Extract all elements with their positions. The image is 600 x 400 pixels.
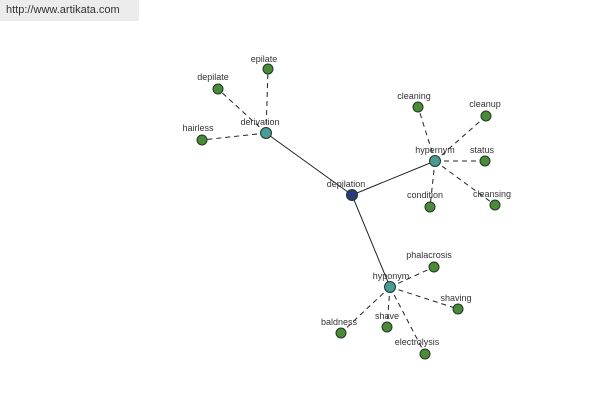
node-circle-baldness[interactable] xyxy=(335,327,347,339)
node-label-condition[interactable]: condition xyxy=(407,190,443,200)
edge-hypernym-cleaning xyxy=(417,106,436,162)
node-electrolysis[interactable]: electrolysis xyxy=(395,337,440,360)
node-circle-depilation[interactable] xyxy=(346,189,358,201)
edges-layer xyxy=(201,68,496,355)
node-circle-status[interactable] xyxy=(479,155,491,167)
node-cleanup[interactable]: cleanup xyxy=(469,99,501,122)
node-circle-cleaning[interactable] xyxy=(412,101,424,113)
node-circle-cleanup[interactable] xyxy=(480,110,492,122)
node-depilate[interactable]: depilate xyxy=(197,72,229,95)
node-label-cleansing[interactable]: cleansing xyxy=(473,189,511,199)
site-url[interactable]: http://www.artikata.com xyxy=(0,0,139,21)
node-label-cleanup[interactable]: cleanup xyxy=(469,99,501,109)
edge-depilation-derivation xyxy=(265,132,353,196)
node-circle-hypernym[interactable] xyxy=(429,155,441,167)
edge-hyponym-phalacrosis xyxy=(389,266,435,288)
edge-derivation-depilate xyxy=(217,88,267,134)
edge-hypernym-cleanup xyxy=(434,115,487,162)
edge-hypernym-cleansing xyxy=(434,160,496,206)
edge-hyponym-baldness xyxy=(340,286,391,334)
node-label-hypernym[interactable]: hypernym xyxy=(415,145,455,155)
node-circle-hyponym[interactable] xyxy=(384,281,396,293)
node-circle-epilate[interactable] xyxy=(262,63,274,75)
node-label-shave[interactable]: shave xyxy=(375,311,399,321)
node-label-epilate[interactable]: epilate xyxy=(251,54,278,64)
node-label-cleaning[interactable]: cleaning xyxy=(397,91,431,101)
node-hairless[interactable]: hairless xyxy=(182,123,214,146)
node-circle-shave[interactable] xyxy=(381,321,393,333)
node-circle-cleansing[interactable] xyxy=(489,199,501,211)
node-label-electrolysis[interactable]: electrolysis xyxy=(395,337,440,347)
node-derivation[interactable]: derivation xyxy=(240,117,280,139)
node-status[interactable]: status xyxy=(470,145,495,167)
node-label-hyponym[interactable]: hyponym xyxy=(373,271,410,281)
node-label-phalacrosis[interactable]: phalacrosis xyxy=(406,250,452,260)
node-cleansing[interactable]: cleansing xyxy=(473,189,511,211)
node-baldness[interactable]: baldness xyxy=(321,317,358,339)
node-label-depilation[interactable]: depilation xyxy=(327,179,366,189)
node-shaving[interactable]: shaving xyxy=(440,293,472,315)
node-hyponym[interactable]: hyponym xyxy=(373,271,410,293)
node-label-shaving[interactable]: shaving xyxy=(440,293,471,303)
node-circle-condition[interactable] xyxy=(424,201,436,213)
edge-depilation-hypernym xyxy=(351,160,436,196)
node-label-depilate[interactable]: depilate xyxy=(197,72,229,82)
node-label-baldness[interactable]: baldness xyxy=(321,317,358,327)
edge-hyponym-shave xyxy=(386,286,391,328)
node-condition[interactable]: condition xyxy=(407,190,443,213)
edge-derivation-epilate xyxy=(265,68,269,134)
node-circle-depilate[interactable] xyxy=(212,83,224,95)
node-shave[interactable]: shave xyxy=(375,311,399,333)
node-label-hairless[interactable]: hairless xyxy=(182,123,214,133)
edge-hyponym-shaving xyxy=(389,286,459,310)
node-circle-derivation[interactable] xyxy=(260,127,272,139)
node-phalacrosis[interactable]: phalacrosis xyxy=(406,250,452,273)
edge-hyponym-electrolysis xyxy=(389,286,426,355)
node-circle-shaving[interactable] xyxy=(452,303,464,315)
edge-hypernym-condition xyxy=(429,160,436,208)
node-cleaning[interactable]: cleaning xyxy=(397,91,431,113)
nodes-layer: depilation derivation hypernym hyponym epila… xyxy=(182,54,511,360)
node-label-status[interactable]: status xyxy=(470,145,495,155)
edge-depilation-hyponym xyxy=(351,194,391,288)
node-depilation[interactable]: depilation xyxy=(327,179,366,201)
node-label-derivation[interactable]: derivation xyxy=(240,117,279,127)
node-circle-phalacrosis[interactable] xyxy=(428,261,440,273)
node-hypernym[interactable]: hypernym xyxy=(415,145,455,167)
node-epilate[interactable]: epilate xyxy=(251,54,278,75)
edge-derivation-hairless xyxy=(201,132,267,141)
node-circle-hairless[interactable] xyxy=(196,134,208,146)
node-circle-electrolysis[interactable] xyxy=(419,348,431,360)
